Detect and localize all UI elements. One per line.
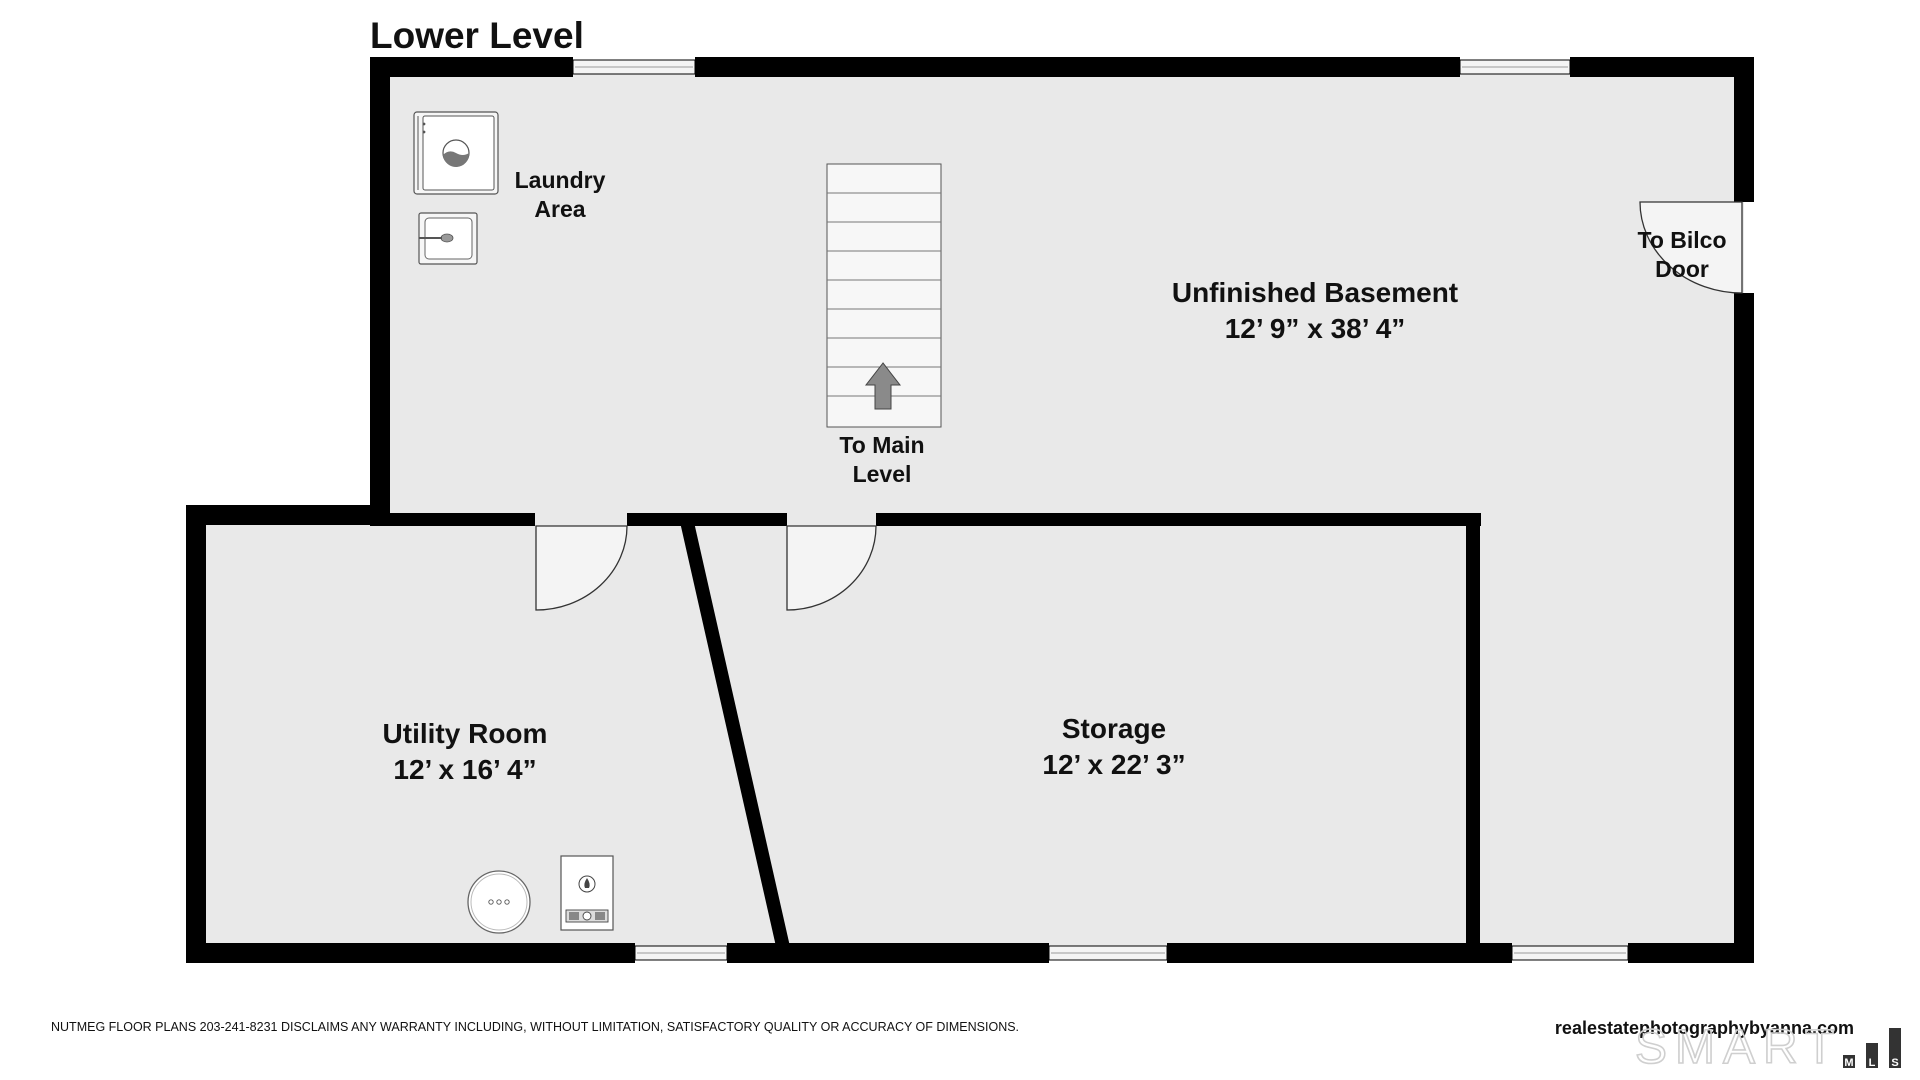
floor-area xyxy=(197,67,1744,951)
storage-door xyxy=(786,525,877,611)
plan-title: Lower Level xyxy=(370,15,584,56)
furnace-icon xyxy=(560,855,614,931)
bilco-door xyxy=(1639,201,1743,294)
arrow-up-icon xyxy=(864,362,902,410)
laundry-area-label: Area xyxy=(534,196,585,222)
room-dims-unfinished-basement: 12’ 9” x 38’ 4” xyxy=(1225,313,1406,344)
exterior-walls xyxy=(186,57,1754,963)
logo-letter-l: L xyxy=(1869,1057,1876,1069)
disclaimer-text: NUTMEG FLOOR PLANS 203-241-8231 DISCLAIM… xyxy=(51,1020,1019,1034)
stairs-label: Level xyxy=(853,461,912,487)
room-name-storage: Storage xyxy=(1062,713,1166,744)
bilco-door-label: Door xyxy=(1655,256,1709,282)
smart-mls-logo: SMART M L S xyxy=(1634,1020,1901,1075)
room-name-utility-room: Utility Room xyxy=(383,718,548,749)
laundry-area-label: Laundry xyxy=(515,167,606,193)
logo-letter-m: M xyxy=(1844,1057,1853,1069)
stairs-label: To Main xyxy=(839,432,924,458)
bilco-door-label: To Bilco xyxy=(1637,227,1726,253)
room-dims-utility-room: 12’ x 16’ 4” xyxy=(393,754,536,785)
windows xyxy=(572,59,1629,961)
logo-letter-s: S xyxy=(1891,1057,1898,1069)
smart-logo-text: SMART xyxy=(1635,1021,1842,1074)
interior-walls xyxy=(370,513,1481,951)
room-dims-storage: 12’ x 22’ 3” xyxy=(1042,749,1185,780)
stairs-icon xyxy=(826,163,942,428)
window-sills xyxy=(575,66,1626,954)
water-heater-icon xyxy=(467,870,531,934)
washer-icon xyxy=(413,111,499,195)
laundry-sink-icon xyxy=(418,212,478,265)
room-name-unfinished-basement: Unfinished Basement xyxy=(1172,277,1458,308)
utility-room-door xyxy=(535,525,628,611)
website-text: realestatephotographybyanna.com xyxy=(1555,1018,1854,1038)
